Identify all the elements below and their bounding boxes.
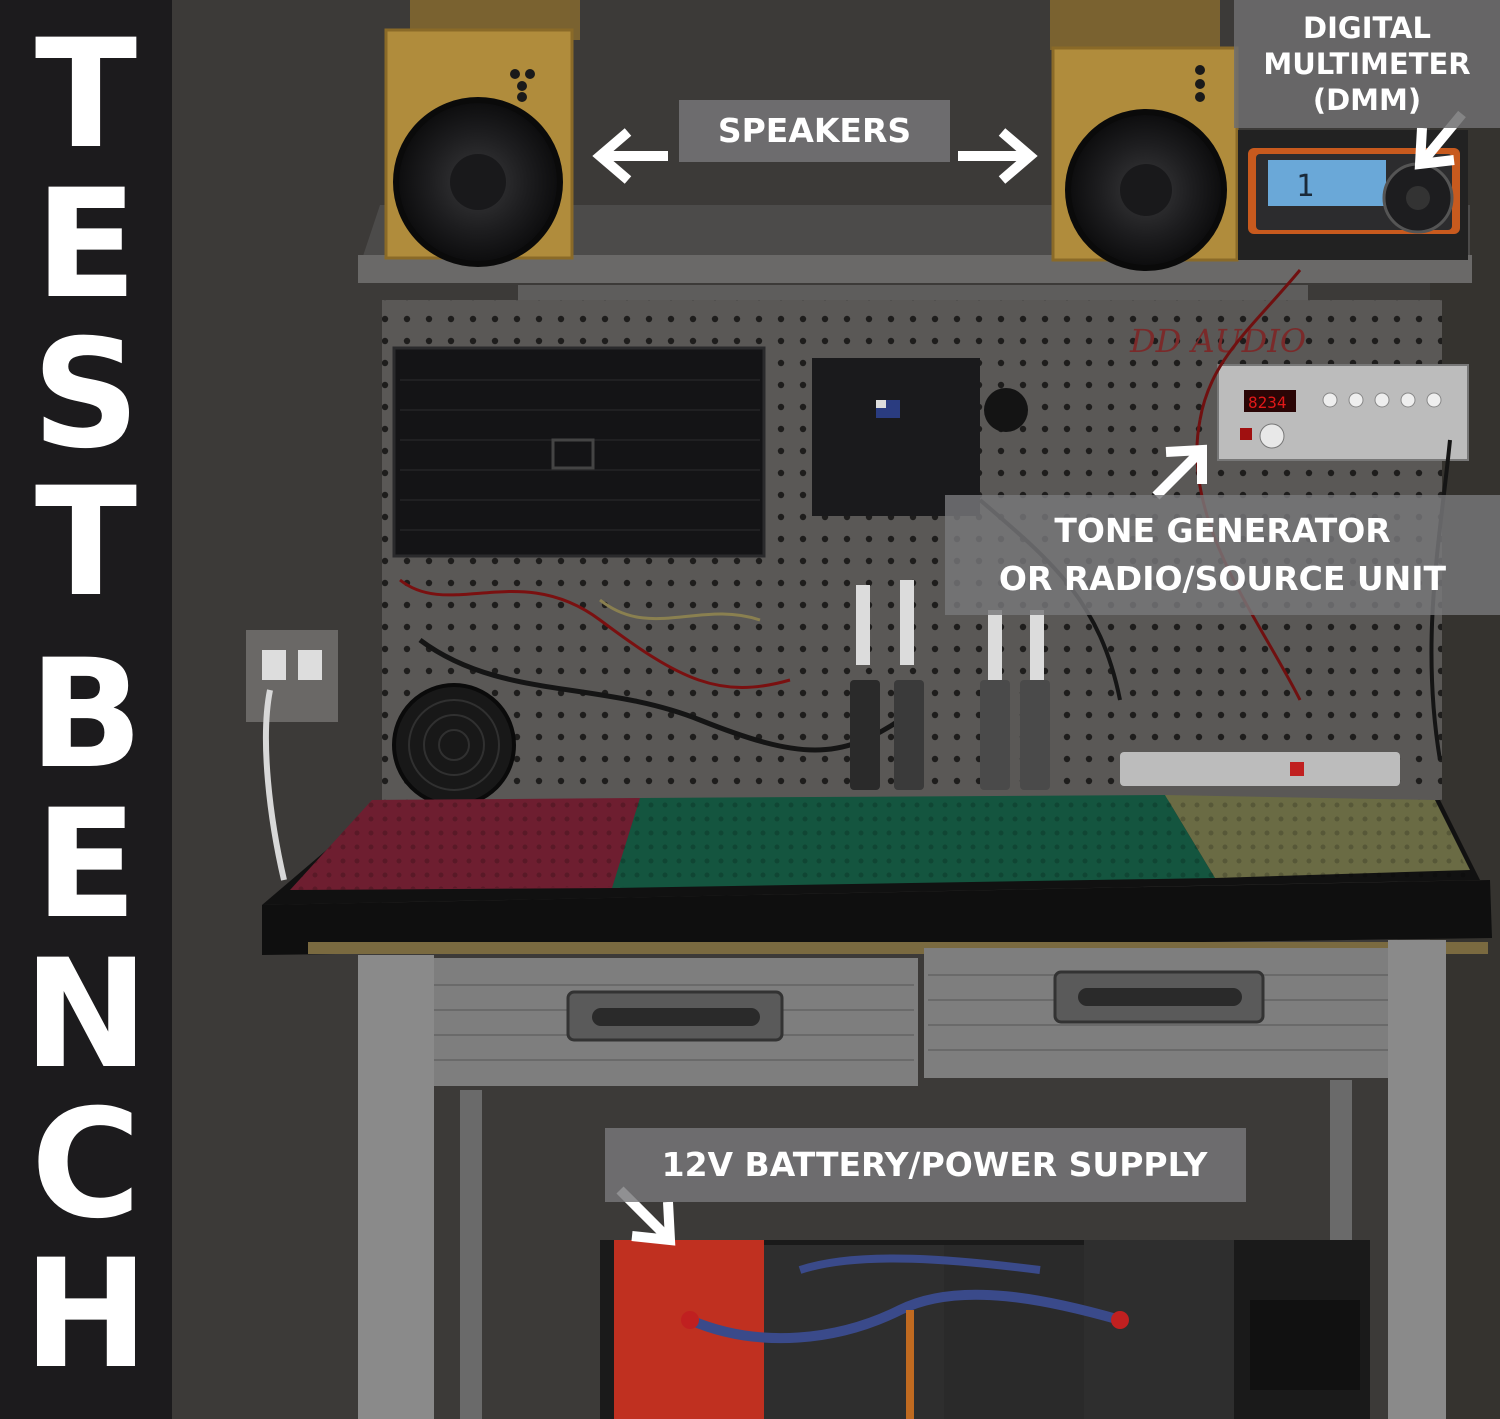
title-letter: H <box>23 1228 149 1402</box>
title-letter: E <box>34 158 138 332</box>
dmm-label-line2: MULTIMETER <box>1263 47 1471 81</box>
battery-label-text: 12V BATTERY/POWER SUPPLY <box>661 1145 1208 1184</box>
speakers-label: SPEAKERS <box>679 100 950 162</box>
title-letter: S <box>31 308 141 482</box>
left-speaker <box>384 28 574 267</box>
svg-text:8234: 8234 <box>1248 393 1287 412</box>
tone-generator-label-line1: TONE GENERATOR <box>1054 511 1391 550</box>
dmm-label-line1: DIGITAL <box>1303 11 1431 45</box>
title-strip: T E S T B E N C H <box>0 0 172 1419</box>
title-letter: T <box>34 456 138 630</box>
title-letter: E <box>34 778 138 952</box>
svg-text:1: 1 <box>1296 169 1314 204</box>
dmm-label: DIGITAL MULTIMETER (DMM) <box>1234 0 1500 128</box>
tone-generator-label: TONE GENERATOR OR RADIO/SOURCE UNIT <box>945 495 1500 615</box>
right-speaker <box>1051 46 1239 271</box>
tone-generator-label-line2: OR RADIO/SOURCE UNIT <box>998 559 1447 598</box>
batteries <box>600 1240 1370 1419</box>
speakers-label-text: SPEAKERS <box>717 111 912 150</box>
tone-generator-device: 8234 <box>1217 364 1469 461</box>
svg-text:DD AUDIO: DD AUDIO <box>1129 322 1306 360</box>
title-letter: B <box>28 628 144 802</box>
dmm-label-line3: (DMM) <box>1312 83 1422 117</box>
amplifier <box>392 346 766 558</box>
title-letter: C <box>30 1078 142 1252</box>
title-letter: T <box>34 8 138 182</box>
battery-label: 12V BATTERY/POWER SUPPLY <box>605 1128 1246 1202</box>
title-letter: N <box>23 928 149 1102</box>
